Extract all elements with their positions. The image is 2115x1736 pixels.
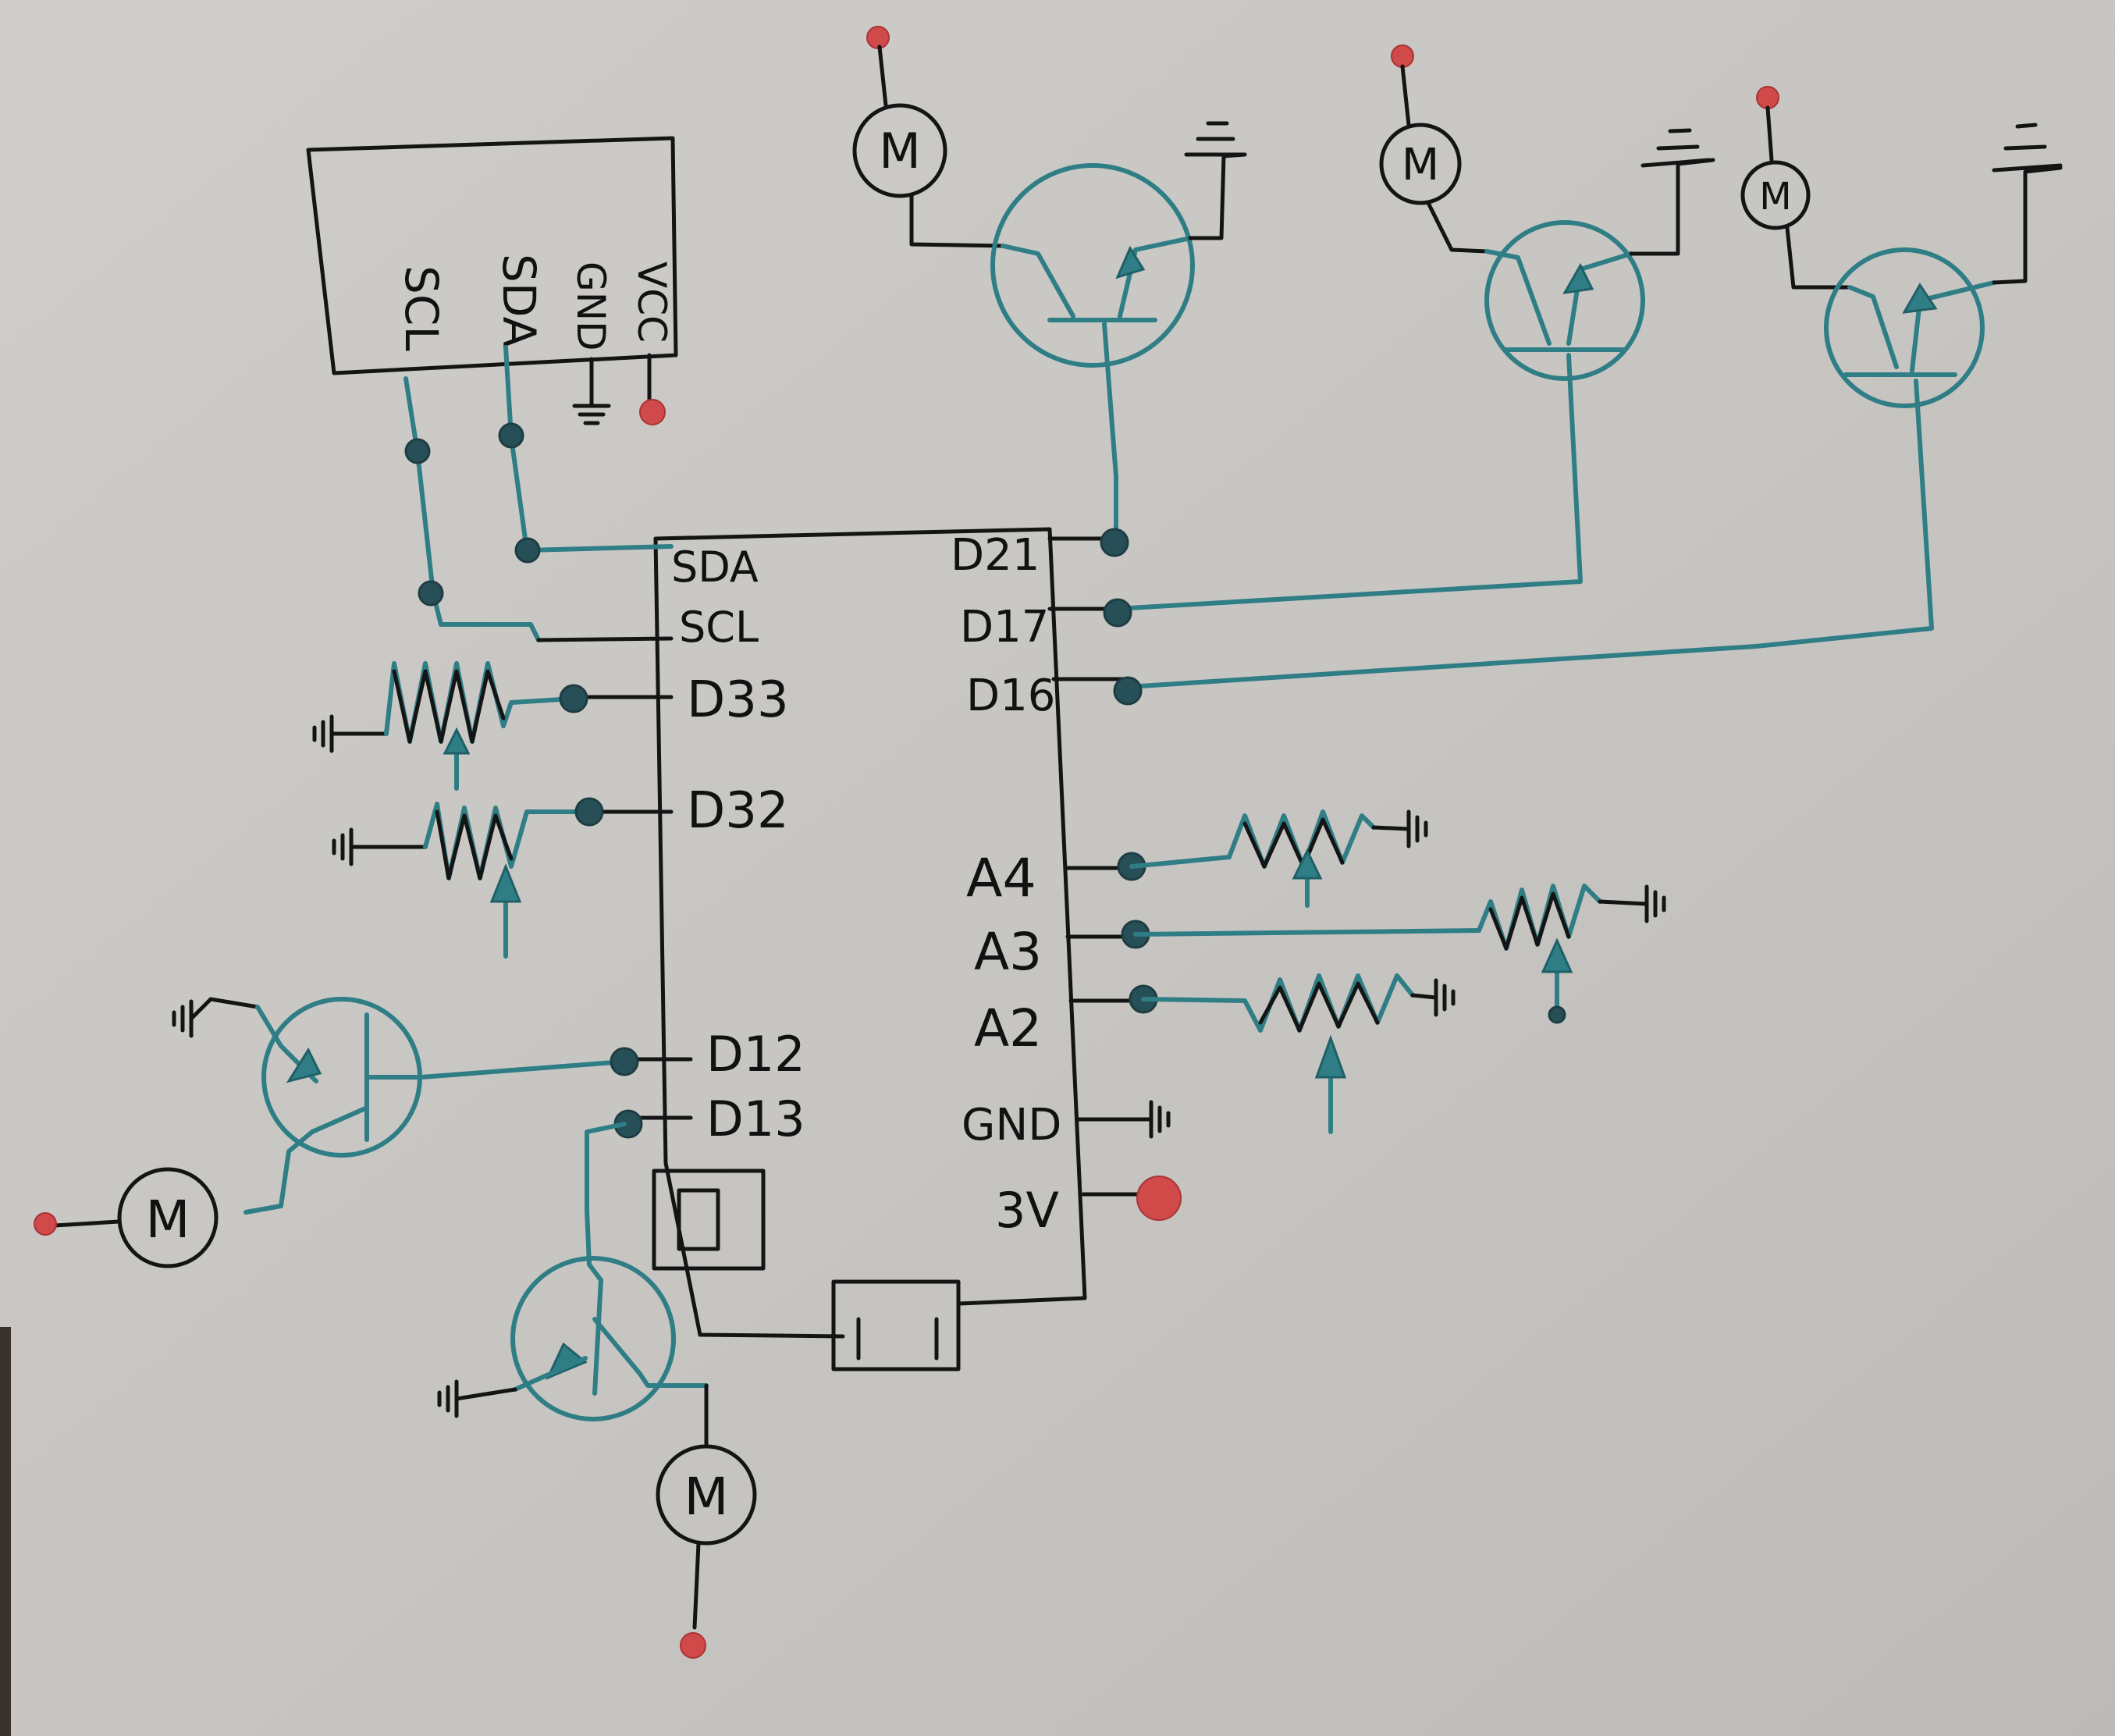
motor-2 [1379,123,1462,205]
motor-2-label: M [1402,140,1439,190]
motor-driver-d12: M [34,997,639,1268]
sensor-vcc-dot [639,399,666,425]
transistor-1 [990,163,1195,368]
motor-driver-d16: M [1113,86,2063,706]
mcu-pin-d12: D12 [706,1026,805,1083]
mcu-pin-d21: D21 [951,530,1040,581]
motor-4-label: M [146,1190,190,1250]
motor-3-label: M [1759,175,1791,219]
sensor-pin-sda: SDA [492,254,546,347]
mcu-pin-a4: A4 [966,848,1036,909]
motor-3 [1740,160,1811,230]
motor-5 [656,1444,757,1546]
mcu-3v-dot [1136,1176,1182,1221]
mcu-pin-sda: SDA [671,542,759,592]
mcu-pin-d13: D13 [706,1090,805,1147]
transistor-2 [1484,220,1645,381]
motor-1-label: M [879,123,921,180]
motor-1 [852,103,947,198]
mcu-pin-d17: D17 [960,602,1049,653]
mcu-pin-scl: SCL [679,603,759,652]
i2c-wiring [403,345,674,642]
mcu-pin-3v: 3V [995,1182,1059,1239]
sensor-pin-vcc: VCC [629,261,674,343]
reset-button [652,1169,766,1271]
potentiometer-a4 [1117,809,1426,908]
mcu-pin-a3: A3 [974,922,1042,982]
mcu-pin-a2: A2 [974,998,1042,1058]
motor-5-label: M [684,1467,729,1527]
usb-port [831,1279,961,1371]
sensor-pin-gnd: GND [568,261,613,351]
motor-4 [117,1167,219,1268]
mcu-pin-d32: D32 [687,782,789,840]
transistor-3 [1824,247,1985,408]
i2c-sensor-module: SCL SDA GND VCC [306,136,678,425]
potentiometer-d33 [315,661,588,791]
motor-driver-d13: M [439,1109,757,1659]
transistor-5 [510,1256,676,1421]
mcu-pin-gnd: GND [962,1100,1061,1151]
potentiometer-a3 [1121,884,1664,1024]
sensor-pin-scl: SCL [395,265,448,351]
table-edge [0,1327,11,1736]
potentiometer-d32 [334,797,604,959]
microcontroller: SDA SCL D33 D32 D12 D13 D21 D17 D16 A4 A… [579,527,1153,1371]
motor-driver-d21: M [852,26,1247,557]
mcu-pin-d33: D33 [687,671,789,729]
mcu-pin-d16: D16 [966,671,1055,721]
motor-driver-d17: M [1103,44,1715,628]
potentiometer-a2 [1129,973,1453,1134]
